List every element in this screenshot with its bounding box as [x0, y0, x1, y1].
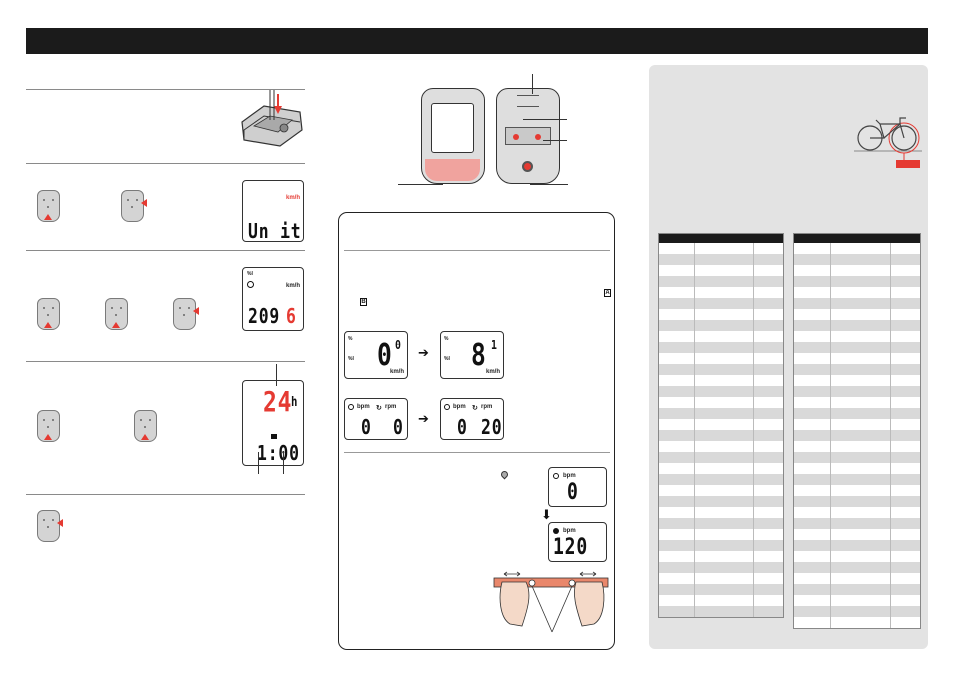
hr-unit-label: bpm	[563, 473, 576, 479]
unit-icon	[37, 190, 60, 222]
tire-icon	[247, 281, 254, 288]
mode-indicator: %	[444, 336, 449, 342]
unit-icon	[37, 510, 60, 542]
tire-value: 209	[248, 304, 281, 328]
arrow-up-icon	[112, 322, 120, 328]
hour-suffix: h	[291, 395, 299, 410]
cadence-value: 0	[393, 415, 404, 439]
tire-value-active-digit: 6	[286, 304, 297, 328]
pulse-value: 120	[553, 535, 589, 560]
trip-icon: %I	[247, 271, 253, 277]
hr-unit-label: bpm	[563, 528, 576, 534]
arrow-up-icon	[44, 322, 52, 328]
section-divider	[26, 494, 305, 495]
device-button-area	[425, 159, 480, 181]
tire-size-table-right	[793, 233, 921, 629]
clock-time: 1:00	[257, 441, 300, 465]
arrow-down-icon: ⬇	[541, 508, 552, 523]
trip-icon: %I	[444, 356, 450, 362]
lcd-unit-screen: km/h Un it	[242, 180, 304, 242]
hr-unit-label: bpm	[357, 404, 370, 410]
section-divider	[26, 163, 305, 164]
trip-icon: %I	[348, 356, 354, 362]
cadence-unit-label: rpm	[481, 404, 493, 410]
heart-icon	[444, 404, 450, 410]
lcd-pulse-after: bpm 120	[548, 522, 607, 562]
lcd-hr-after: bpm ↻ rpm 0 20	[440, 398, 504, 440]
lcd-speed-after: % %I 8 1 km/h	[440, 331, 504, 379]
hr-unit-label: bpm	[453, 404, 466, 410]
arrow-right-icon: ➔	[418, 412, 429, 427]
mode-indicator: %	[348, 336, 353, 342]
mode-button-icon	[522, 161, 533, 172]
pulse-value: 0	[567, 480, 579, 505]
hour-format-value: 24	[263, 385, 293, 418]
bracket-slot	[505, 127, 551, 145]
device-screen	[431, 103, 474, 153]
lcd-hr-before: bpm ↻ rpm 0 0	[344, 398, 408, 440]
unit-icon	[37, 410, 60, 442]
section-divider	[26, 361, 305, 362]
label-a: A	[604, 289, 611, 297]
lcd-pulse-before: bpm 0	[548, 467, 607, 507]
lcd-tire-screen: %I km/h 209 6	[242, 267, 304, 331]
hands-on-handlebar-illustration	[493, 571, 609, 633]
callout-line	[258, 452, 259, 474]
arrow-right-icon: ➔	[418, 346, 429, 361]
bracket-illustration	[241, 90, 303, 147]
panel-divider	[344, 452, 610, 453]
header-bar	[26, 28, 928, 54]
tire-size-table-left	[658, 233, 784, 618]
callout-line	[543, 140, 567, 141]
arrow-left-icon	[57, 519, 63, 527]
cadence-value: 20	[481, 415, 503, 439]
cadence-unit-label: rpm	[385, 404, 397, 410]
hr-value: 0	[457, 415, 468, 439]
battery-cover	[517, 95, 539, 107]
callout-line	[283, 452, 284, 474]
callout-line	[276, 364, 277, 386]
speed-unit-label: km/h	[285, 283, 300, 289]
callout-line	[523, 119, 567, 120]
speed-value: 8	[471, 338, 487, 373]
cadence-icon: ↻	[376, 405, 382, 412]
hr-value: 0	[361, 415, 372, 439]
arrow-left-icon	[141, 199, 147, 207]
heart-icon	[553, 528, 559, 534]
callout-line	[532, 74, 533, 94]
unit-icon	[37, 298, 60, 330]
device-back	[496, 88, 560, 184]
unit-text: Un it	[248, 219, 302, 242]
speed-unit-label: km/h	[285, 195, 300, 201]
speed-sub: 1	[491, 338, 498, 352]
unit-icon	[134, 410, 157, 442]
lcd-speed-before: % %I 0 0 km/h	[344, 331, 408, 379]
reset-button-icon	[513, 134, 519, 140]
arrow-up-icon	[44, 434, 52, 440]
speed-sub: 0	[395, 338, 402, 352]
cadence-icon: ↻	[472, 405, 478, 412]
callout-line	[530, 184, 568, 185]
arrow-up-icon	[141, 434, 149, 440]
heart-icon	[553, 473, 559, 479]
arrow-up-icon	[44, 214, 52, 220]
speed-value: 0	[377, 338, 393, 373]
heart-icon	[348, 404, 354, 410]
clock-icon	[271, 434, 277, 439]
section-divider	[26, 89, 305, 90]
unit-icon	[105, 298, 128, 330]
lcd-clock-screen: 24 h 1:00	[242, 380, 304, 466]
ac-button-icon	[535, 134, 541, 140]
section-divider	[26, 250, 305, 251]
label-b: B	[360, 298, 367, 306]
callout-line	[398, 184, 443, 185]
panel-divider	[344, 250, 610, 251]
speed-unit-label: km/h	[389, 369, 404, 375]
arrow-left-icon	[193, 307, 199, 315]
device-front	[421, 88, 485, 184]
bicycle-illustration	[854, 117, 922, 168]
speed-unit-label: km/h	[485, 369, 500, 375]
